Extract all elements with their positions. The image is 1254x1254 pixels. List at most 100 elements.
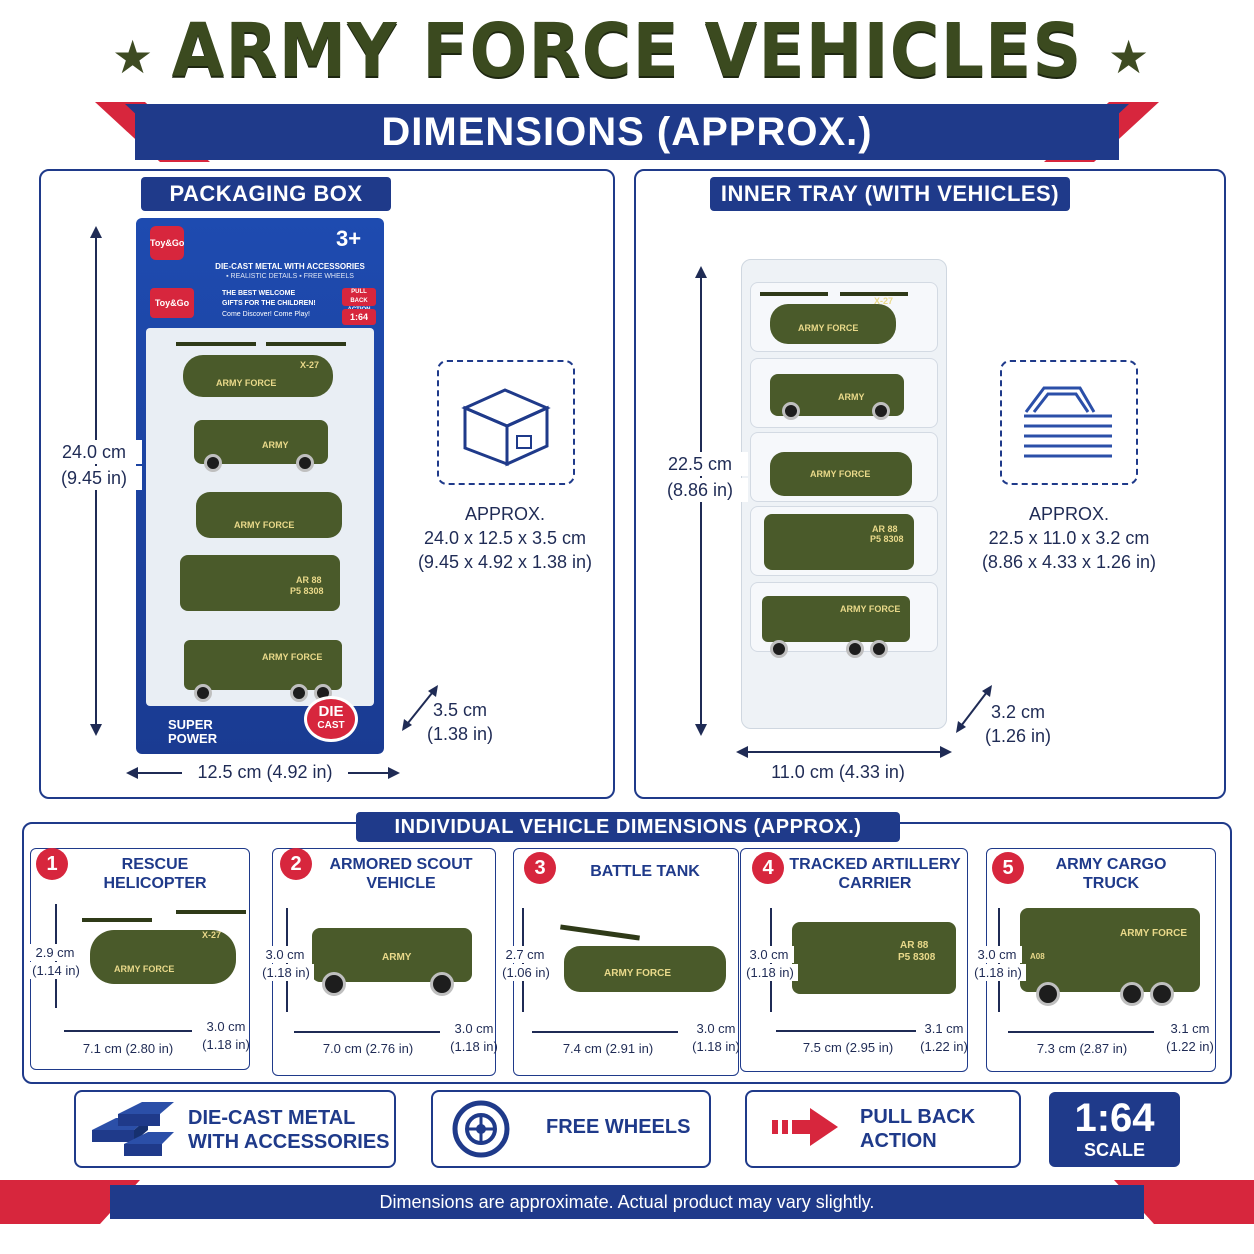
v2-length: 7.0 cm (2.76 in)	[322, 1041, 414, 1056]
truck-label: ARMY FORCE	[1120, 928, 1188, 939]
artillery-plate2: P5 8308	[898, 952, 936, 963]
wheel-icon	[194, 684, 212, 702]
wheel-icon	[1120, 982, 1144, 1006]
rotor-icon	[176, 342, 256, 346]
artillery-plate1: AR 88	[900, 940, 929, 951]
v4-width-cm: 3.1 cm	[924, 1021, 964, 1036]
tray-approx-cm: 22.5 x 11.0 x 3.2 cm	[988, 528, 1150, 548]
wheel-icon	[452, 1100, 510, 1158]
age-badge: 3+	[336, 226, 362, 251]
pack-height-in: (9.45 in)	[46, 466, 142, 490]
rotor-icon	[266, 342, 346, 346]
box-scale: 1:64	[342, 309, 376, 325]
tray-width-arrowheads	[736, 746, 952, 758]
brand-logo: Toy&Go	[150, 226, 184, 260]
rotor-icon	[760, 292, 828, 296]
tray-truck-label: ARMY FORCE	[840, 604, 901, 614]
vehicle-title-3a: BATTLE TANK	[590, 863, 700, 880]
tray-depth-cm: 3.2 cm	[990, 702, 1046, 722]
packaging-label: PACKAGING BOX	[141, 177, 391, 211]
depth-arrow	[402, 685, 438, 731]
box-artillery	[180, 555, 340, 611]
box-power: POWER	[168, 731, 218, 746]
wheel-icon	[322, 972, 346, 996]
height-arrowheads	[90, 226, 102, 736]
wheel-icon	[1036, 982, 1060, 1006]
rotor-icon	[840, 292, 908, 296]
box-icon	[461, 388, 551, 467]
box-icon-frame	[437, 360, 575, 485]
tray-approx-in: (8.86 x 4.33 x 1.26 in)	[981, 552, 1157, 572]
scale-label: SCALE	[1083, 1140, 1145, 1160]
v2-height-in: (1.18 in)	[258, 964, 314, 981]
box-heli-label: ARMY FORCE	[216, 378, 277, 388]
vehicle-number-1: 1	[36, 848, 68, 880]
wheel-icon	[846, 640, 864, 658]
v1-length-arrow	[64, 1030, 192, 1032]
v1-height-cm: 2.9 cm	[30, 944, 80, 961]
v5-height-cm: 3.0 cm	[972, 946, 1022, 963]
box-artillery-plate2: P5 8308	[290, 586, 324, 596]
v4-length: 7.5 cm (2.95 in)	[802, 1040, 894, 1055]
v3-height-in: (1.06 in)	[498, 964, 554, 981]
box-heli-code: X-27	[300, 360, 320, 370]
wheel-icon	[870, 640, 888, 658]
feature-diecast-line2: WITH ACCESSORIES	[188, 1131, 390, 1153]
diecast-badge-cast: CAST	[317, 720, 345, 731]
tray-heli-code: X-27	[874, 296, 894, 306]
box-line2: ▪ REALISTIC DETAILS ▪ FREE WHEELS	[226, 273, 354, 280]
vehicle-title-5a: ARMY CARGO	[1055, 856, 1167, 873]
vehicle-title-1b: HELICOPTER	[103, 875, 207, 892]
tray-label: INNER TRAY (WITH VEHICLES)	[710, 177, 1070, 211]
box-tagline1: THE BEST WELCOME	[222, 290, 296, 297]
tray-width-arrow	[742, 751, 946, 753]
v4-height-in: (1.18 in)	[742, 964, 798, 981]
tray-height-arrowheads	[695, 266, 707, 736]
v5-height-in: (1.18 in)	[970, 964, 1026, 981]
tray-width: 11.0 cm (4.33 in)	[771, 762, 905, 782]
tray-artillery	[764, 514, 914, 570]
tray-approx-label: APPROX.	[1028, 504, 1110, 524]
box-helicopter	[183, 355, 333, 397]
tray-tank	[770, 452, 912, 496]
tray-helicopter	[770, 304, 896, 344]
feature-wheels-text: FREE WHEELS	[546, 1116, 691, 1138]
v1-width-cm: 3.0 cm	[206, 1019, 246, 1034]
footer-ribbon	[0, 1180, 1254, 1224]
vehicle-title-1a: RESCUE	[121, 856, 189, 873]
diecast-badge	[304, 696, 358, 742]
v2-width-in: (1.18 in)	[450, 1039, 498, 1054]
vehicle-image-tank	[564, 946, 726, 992]
tray-truck	[762, 596, 910, 642]
truck-code: A08	[1030, 952, 1045, 961]
vehicle-title-2a: ARMORED SCOUT	[329, 856, 473, 873]
vehicle-image-helicopter	[90, 930, 236, 984]
rotor-icon	[82, 918, 152, 922]
feature-pullback-line2: ACTION	[860, 1130, 937, 1152]
width-arrowheads	[126, 767, 400, 779]
star-icon-left: ★	[112, 31, 154, 83]
box-tank-label: ARMY FORCE	[234, 520, 295, 530]
vehicle-image-artillery	[792, 922, 956, 994]
v4-width-in: (1.22 in)	[920, 1039, 968, 1054]
v4-height-cm: 3.0 cm	[744, 946, 794, 963]
box-scout-label: ARMY	[262, 440, 289, 450]
box-tagline2: GIFTS FOR THE CHILDREN!	[222, 300, 316, 307]
vehicle-title-2b: VEHICLE	[366, 875, 436, 892]
footer-note: Dimensions are approximate. Actual produ…	[379, 1192, 875, 1212]
vehicle-title-5b: TRUCK	[1083, 875, 1139, 892]
brand-logo-small: Toy&Go	[150, 288, 194, 318]
tray-scout-label: ARMY	[838, 392, 865, 402]
v3-length: 7.4 cm (2.91 in)	[562, 1041, 654, 1056]
vehicle-title-4a: TRACKED ARTILLERY	[789, 856, 961, 873]
box-truck-label: ARMY FORCE	[262, 652, 323, 662]
wheel-icon	[770, 640, 788, 658]
vehicle-number-4: 4	[752, 852, 784, 884]
v1-length: 7.1 cm (2.80 in)	[82, 1041, 174, 1056]
heli-label: ARMY FORCE	[114, 964, 175, 974]
box-tagline3: Come Discover! Come Play!	[222, 311, 310, 318]
feature-pullback	[745, 1090, 1021, 1168]
subtitle: DIMENSIONS (APPROX.)	[381, 110, 873, 154]
tray-tank-label: ARMY FORCE	[810, 469, 871, 479]
v3-height-cm: 2.7 cm	[500, 946, 550, 963]
